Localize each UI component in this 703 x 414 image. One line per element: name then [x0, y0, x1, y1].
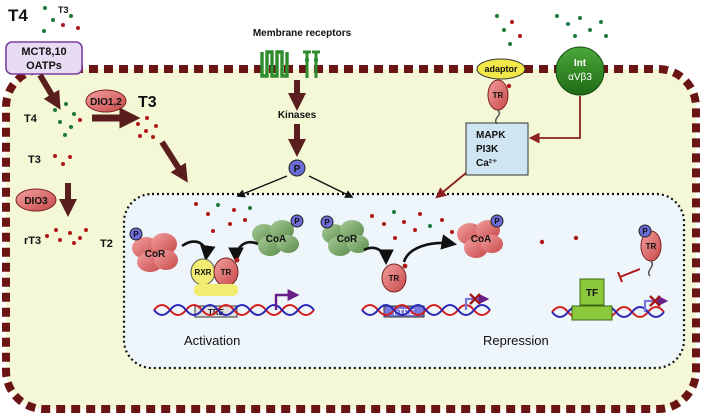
integrin-label-line2: αVβ3	[568, 72, 592, 83]
tr-tethered: TR	[640, 230, 662, 277]
hormone-dot-right-2	[573, 235, 579, 241]
integrin-label-line1: Int	[574, 58, 587, 69]
rt3-label: rT3	[24, 235, 41, 247]
t3-big-label: T3	[138, 94, 157, 111]
hormone-dot-on-tr	[506, 83, 512, 89]
p-to-activation-arrow	[236, 175, 288, 198]
hormone-dots-outside-left	[42, 6, 80, 33]
adaptor-protein: adaptor	[476, 58, 526, 80]
hormone-dots-top-middle	[495, 14, 522, 46]
t4-outside-label: T4	[8, 6, 28, 25]
transcription-factor: TF	[571, 278, 613, 321]
cross-mark-icon	[649, 295, 661, 307]
pi3k-label: PI3K	[476, 144, 499, 155]
svg-text:TR: TR	[646, 242, 657, 251]
t3-bound-repression	[402, 263, 408, 269]
corepressor-activation: CoR	[132, 233, 178, 272]
kinases-label: Kinases	[278, 110, 317, 121]
coactivator-activation: CoA	[252, 220, 299, 256]
ntre-label: nTRE	[394, 308, 416, 317]
svg-text:TR: TR	[221, 268, 232, 277]
repression-label: Repression	[483, 333, 549, 348]
svg-text:P: P	[294, 164, 301, 175]
cor-release-arrow	[181, 240, 216, 262]
dio12-enzyme: DIO1,2	[85, 89, 127, 113]
svg-text:P: P	[294, 217, 300, 226]
coa-recruit-arrow	[228, 240, 259, 264]
dna-helix-activation	[153, 304, 315, 316]
hormone-dots-t3-inside	[53, 154, 72, 166]
bent-arrow-promoter-icon	[274, 289, 300, 310]
tr-activation: TR	[213, 257, 239, 287]
activation-label: Activation	[184, 333, 240, 348]
phospho-badge-cor-repression: P	[320, 215, 334, 229]
bent-arrow-promoter-icon	[643, 295, 669, 312]
bent-arrow-promoter-icon	[464, 293, 490, 310]
rxr-receptor: RXR	[190, 258, 216, 286]
svg-text:TR: TR	[389, 274, 400, 283]
svg-text:P: P	[324, 218, 330, 227]
t3-bound-activation	[234, 257, 240, 263]
dio3-label: DIO3	[24, 196, 48, 207]
t4-inside-label: T4	[24, 113, 38, 125]
hormone-dot-right-1	[539, 239, 545, 245]
t2-label: T2	[100, 238, 113, 250]
svg-text:P: P	[494, 217, 500, 226]
tyrosine-kinase-receptor-icon	[303, 50, 320, 78]
transporter-label-line2: OATPs	[26, 60, 62, 72]
corepressor-repression: CoR	[322, 220, 369, 256]
transporter-label-line1: MCT8,10	[21, 46, 66, 58]
phospho-badge-cor: P	[129, 227, 143, 241]
cross-mark-icon	[469, 293, 481, 305]
phospho-badge-kinases: P	[288, 159, 306, 177]
transporter-box: MCT8,10 OATPs	[5, 41, 83, 75]
hormone-dots-t3-converted	[136, 116, 158, 139]
dio12-label: DIO1,2	[90, 97, 122, 108]
integrin-to-kinase-box-arrow	[528, 96, 581, 144]
svg-text:RXR: RXR	[195, 268, 212, 277]
mapk-label: MAPK	[476, 130, 506, 141]
cor-label-activation: CoR	[145, 249, 166, 260]
phospho-badge-tr-tethered: P	[638, 224, 652, 238]
tr-rxr-dna-binding	[194, 284, 238, 296]
kinase-cascade-box: MAPK PI3K Ca²⁺	[465, 122, 529, 176]
transporter-arrow	[37, 73, 61, 110]
svg-text:P: P	[133, 230, 139, 239]
dio3-enzyme: DIO3	[15, 188, 57, 212]
cor-label-repression: CoR	[337, 234, 358, 245]
coa-label-repression: CoA	[471, 234, 492, 245]
p-to-repression-arrow	[308, 175, 354, 198]
membrane-receptors-label: Membrane receptors	[253, 28, 352, 39]
tf-label: TF	[586, 288, 598, 299]
tr-membrane: TR	[487, 79, 509, 125]
ca-label: Ca²⁺	[476, 158, 497, 169]
adaptor-label: adaptor	[484, 64, 518, 74]
hormone-dots-nucleus-left	[194, 202, 252, 233]
phospho-badge-coa-activation: P	[290, 214, 304, 228]
serpentine-receptor-icon	[260, 50, 289, 78]
phospho-badge-coa-repression: P	[490, 214, 504, 228]
t3-to-nucleus-arrow	[159, 140, 188, 183]
integrin-receptor: Int αVβ3	[555, 46, 605, 96]
kinase-box-to-nucleus-arrow	[435, 172, 467, 199]
coa-release-arrow-repression	[402, 234, 458, 263]
t3-outside-label: T3	[58, 5, 69, 15]
dna-helix-repression	[361, 304, 491, 316]
tr-repression: TR	[381, 263, 407, 293]
coa-label-activation: CoA	[266, 234, 287, 245]
hormone-dots-t4-inside	[53, 102, 82, 137]
svg-text:P: P	[642, 227, 648, 236]
t3-inside-label: T3	[28, 154, 41, 166]
hormone-dots-top-right	[555, 14, 608, 38]
cor-bind-arrow-repression	[363, 246, 394, 266]
hormone-dots-nucleus-middle	[370, 210, 454, 240]
svg-text:TR: TR	[493, 91, 504, 100]
hormone-dots-rt3	[45, 228, 88, 245]
t-bar-inhibition-icon	[617, 268, 641, 283]
